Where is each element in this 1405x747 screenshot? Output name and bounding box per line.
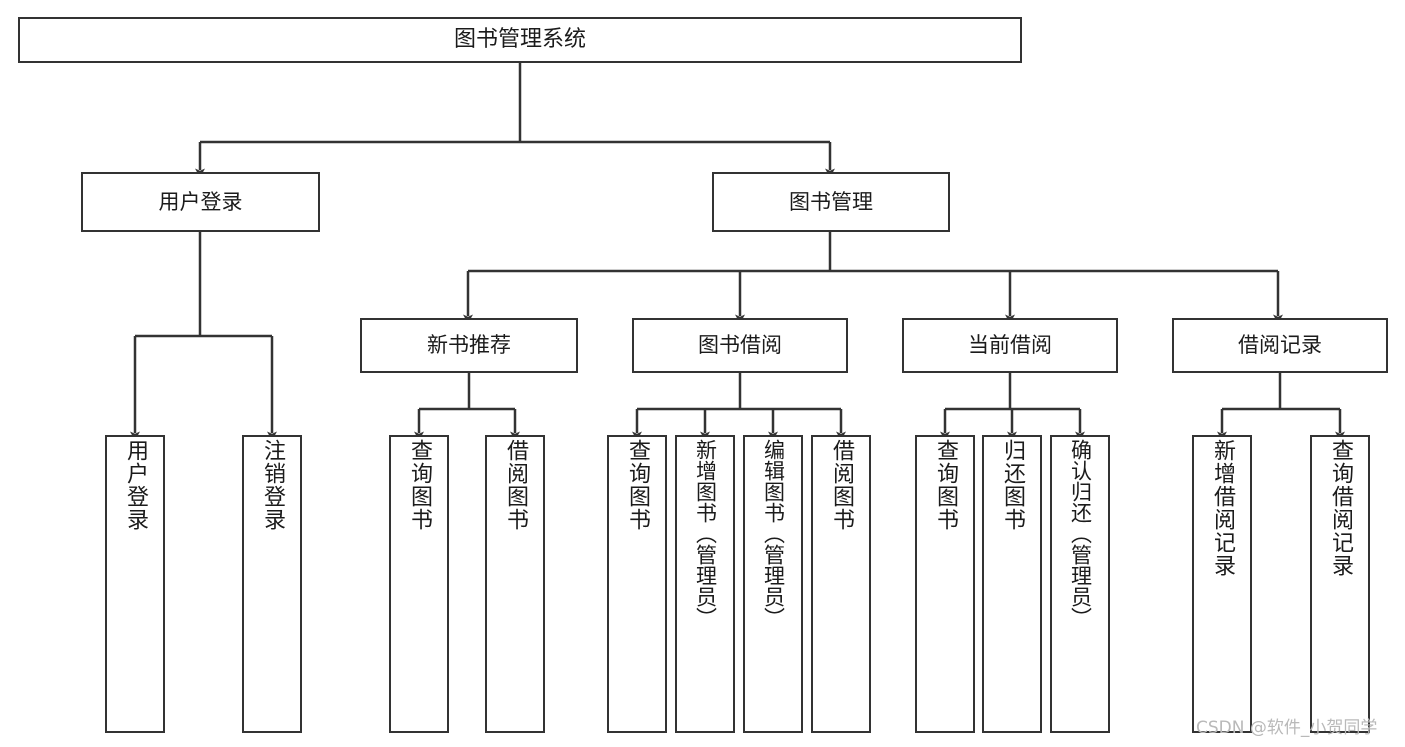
node-leaf-user-login: 用户登录 xyxy=(105,435,165,733)
node-label: 查询图书 xyxy=(407,439,432,531)
node-user-login: 用户登录 xyxy=(81,172,320,232)
node-leaf-rec-borrow-book: 借阅图书 xyxy=(485,435,545,733)
node-label: 借阅图书 xyxy=(503,439,528,531)
node-leaf-borrow-edit-book: 编辑图书（管理员） xyxy=(743,435,803,733)
node-root: 图书管理系统 xyxy=(18,17,1022,63)
node-label: 新书推荐 xyxy=(427,333,511,358)
node-leaf-rec-query-book: 查询图书 xyxy=(389,435,449,733)
node-label: 用户登录 xyxy=(123,439,148,531)
node-label: 查询图书 xyxy=(625,439,650,531)
node-leaf-rec-query-record: 查询借阅记录 xyxy=(1310,435,1370,733)
node-label: 用户登录 xyxy=(158,189,243,214)
node-leaf-borrow-borrow-book: 借阅图书 xyxy=(811,435,871,733)
node-label: 借阅记录 xyxy=(1238,333,1322,358)
node-label: 确认归还（管理员） xyxy=(1068,439,1093,628)
node-label: 新增图书（管理员） xyxy=(693,439,718,628)
node-leaf-borrow-add-book: 新增图书（管理员） xyxy=(675,435,735,733)
node-borrow-record: 借阅记录 xyxy=(1172,318,1388,373)
node-label: 借阅图书 xyxy=(829,439,854,531)
node-leaf-cur-confirm-return: 确认归还（管理员） xyxy=(1050,435,1110,733)
node-leaf-rec-add-record: 新增借阅记录 xyxy=(1192,435,1252,733)
csdn-watermark: CSDN @软件_小贺同学 xyxy=(1196,718,1378,738)
node-current-borrow: 当前借阅 xyxy=(902,318,1118,373)
node-book-borrow: 图书借阅 xyxy=(632,318,848,373)
node-label: 图书管理 xyxy=(789,189,873,214)
node-leaf-cur-return-book: 归还图书 xyxy=(982,435,1042,733)
node-label: 编辑图书（管理员） xyxy=(761,439,786,628)
node-label: 注销登录 xyxy=(260,439,285,531)
node-leaf-borrow-query-book: 查询图书 xyxy=(607,435,667,733)
node-label: 新增借阅记录 xyxy=(1210,439,1235,577)
node-label: 归还图书 xyxy=(1000,439,1025,531)
node-label: 查询图书 xyxy=(933,439,958,531)
node-label: 图书借阅 xyxy=(698,333,782,358)
node-leaf-logout: 注销登录 xyxy=(242,435,302,733)
node-label: 图书管理系统 xyxy=(453,27,586,53)
node-leaf-cur-query-book: 查询图书 xyxy=(915,435,975,733)
node-label: 查询借阅记录 xyxy=(1328,439,1353,577)
node-new-book-rec: 新书推荐 xyxy=(360,318,578,373)
connector-lines xyxy=(130,63,1345,441)
node-book-manage: 图书管理 xyxy=(712,172,950,232)
node-label: 当前借阅 xyxy=(968,333,1052,358)
